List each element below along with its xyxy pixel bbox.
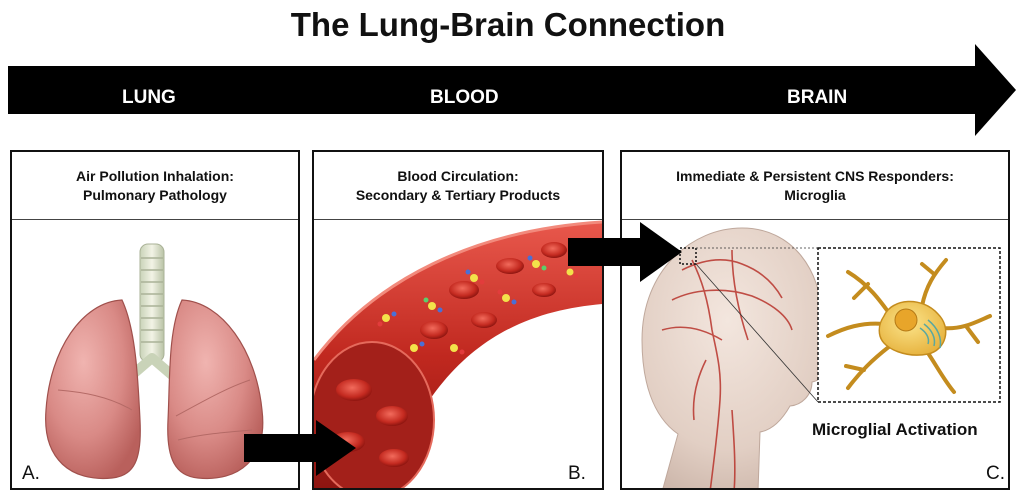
panel-lung-heading: Air Pollution Inhalation: Pulmonary Path… [12, 152, 298, 220]
stage-label-blood: BLOOD [430, 87, 499, 109]
microglial-activation-caption: Microglial Activation [812, 420, 978, 440]
panel-brain-letter: C. [986, 463, 1005, 485]
panel-lung-letter: A. [22, 463, 40, 485]
figure-title: The Lung-Brain Connection [0, 6, 1016, 44]
panel-blood-letter: B. [568, 463, 586, 485]
panel-brain: Immediate & Persistent CNS Responders: M… [620, 150, 1010, 490]
stage-label-lung: LUNG [122, 87, 176, 109]
panel-lung-heading-line2: Pulmonary Pathology [83, 186, 227, 205]
panel-blood-heading-line1: Blood Circulation: [397, 167, 518, 186]
panel-blood-heading: Blood Circulation: Secondary & Tertiary … [314, 152, 602, 220]
lung-to-blood-arrow [244, 420, 362, 476]
panel-blood-heading-line2: Secondary & Tertiary Products [356, 186, 560, 205]
panel-brain-heading-line2: Microglia [784, 186, 845, 205]
blood-to-brain-arrow [568, 222, 686, 282]
panel-brain-heading: Immediate & Persistent CNS Responders: M… [622, 152, 1008, 220]
panel-lung-heading-line1: Air Pollution Inhalation: [76, 167, 234, 186]
panel-brain-heading-line1: Immediate & Persistent CNS Responders: [676, 167, 954, 186]
stage-label-brain: BRAIN [787, 87, 847, 109]
